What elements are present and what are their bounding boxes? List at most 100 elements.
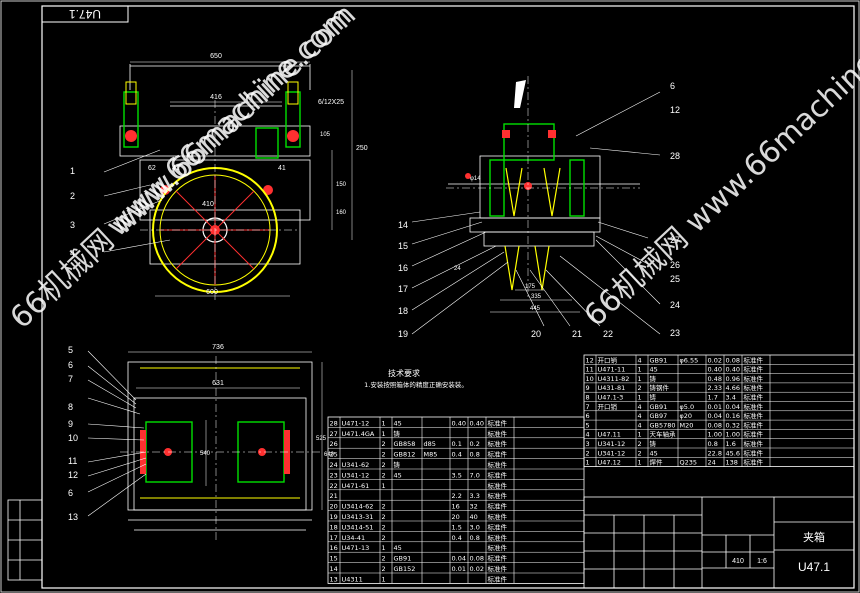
bom-cell: 2 [586,449,590,457]
bom-cell: 1 [382,419,386,427]
bom-cell: 16 [330,544,338,552]
bom-cell: 0.40 [470,419,484,427]
front-callout: 2 [70,191,75,201]
side-callout: 26 [670,260,680,270]
bom-cell: 0.4 [452,534,462,542]
bom-cell: GB812 [394,451,416,459]
bom-cell: GB91 [394,555,412,563]
drawing-code: U47.1 [798,560,830,574]
bom-cell: 1 [382,482,386,490]
bom-cell: 标准件 [488,533,508,542]
bom-cell: 铸钢件 [650,383,670,392]
front-dim-label: 41 [172,165,180,172]
bom-cell: M85 [424,451,438,459]
bom-cell: 40 [470,513,478,521]
code-box [41,5,129,23]
bom-cell: 27 [330,430,338,438]
bom-cell: 17 [330,534,338,542]
bom-cell: 标准件 [488,554,508,563]
side-callout: 14 [398,220,408,230]
side-dim-label: 335 [531,294,542,300]
bom-cell: 45 [394,544,402,552]
bom-cell: 21 [330,492,338,500]
side-callout: 12 [670,105,680,115]
bom-cell: 开口销 [598,355,618,364]
bom-cell: 天车轴承 [650,430,677,439]
plan-callout: 9 [68,419,73,429]
bom-cell: 标准件 [744,458,764,467]
bom-cell: 45 [650,366,658,374]
bom-cell: U471-13 [342,544,370,552]
side-callout: 24 [670,300,680,310]
bom-cell: 开口销 [598,402,618,411]
bom-cell: 标准件 [488,439,508,448]
bom-cell: 标准件 [744,402,764,411]
bom-cell: 标准件 [744,365,764,374]
bom-cell: Q235 [680,459,698,467]
title-block [583,496,855,589]
bom-cell: 4 [586,431,590,439]
bom-cell: 4 [638,412,642,420]
bom-cell: 标准件 [488,574,508,583]
bom-cell: 24 [708,459,716,467]
code-box-text: U47.1 [69,7,101,21]
bom-cell: 标准件 [488,481,508,490]
side-callout: 27 [670,235,680,245]
bom-cell: 0.04 [708,412,722,420]
bom-cell: 标准件 [488,429,508,438]
bom-cell: 0.08 [470,555,484,563]
bom-cell: 2 [382,513,386,521]
bom-cell: d85 [424,440,436,448]
front-dim-label: 41 [278,165,286,172]
bom-cell: 0.02 [470,565,484,573]
bom-cell: 14 [330,565,338,573]
bom-cell: 11 [586,366,594,374]
bom-cell: U341-12 [598,440,626,448]
bom-cell: 12 [586,356,594,364]
bom-cell: U34-41 [342,534,366,542]
bom-cell: 3 [586,440,590,448]
bom-cell: 0.8 [470,451,480,459]
bom-cell: 0.8 [470,534,480,542]
side-callout: 22 [603,329,613,339]
bom-cell: U3413-31 [342,513,374,521]
front-dim-label: 150 [336,182,347,188]
bom-cell: 22.8 [708,449,722,457]
bom-cell: U471-61 [342,482,370,490]
plan-view: 736 631 540 525 640 5 6 7 8 9 10 11 12 6… [68,344,335,540]
side-callout: 18 [398,306,408,316]
bom-cell: 标准件 [488,491,508,500]
bom-cell: 4 [638,356,642,364]
bom-cell: 138 [726,459,738,467]
watermark-text: 66机械网 www.66machine.com [4,0,363,336]
front-dim-label: 62 [148,165,156,172]
bom-cell: 0.08 [708,421,722,429]
bom-cell: 标准件 [488,564,508,573]
side-callout: 28 [670,151,680,161]
front-callout: 4 [70,248,75,258]
bom-cell: 2 [382,565,386,573]
bom-cell: 1.6 [726,440,736,448]
bom-cell: 标准件 [744,393,764,402]
bom-cell: 25 [330,451,338,459]
bom-cell: 7.0 [470,471,480,479]
bom-cell: 标准件 [744,355,764,364]
bom-cell: 1 [382,430,386,438]
bom-cell: 标准件 [488,502,508,511]
bom-cell: 0.48 [708,375,722,383]
front-dim-label: 105 [320,132,331,138]
bom-cell: 15 [330,555,338,563]
bom-cell: 4.66 [726,384,740,392]
bom-cell: 标准件 [744,374,764,383]
plan-dim-label: 525 [316,436,327,442]
bom-cell: 20 [330,503,338,511]
bom-cell: 0.1 [452,440,462,448]
bom-cell: 标准件 [744,448,764,457]
bom-cell: 2.2 [452,492,462,500]
bom-cell: 2 [638,440,642,448]
bom-cell: 标准件 [744,439,764,448]
bom-cell: 2 [638,449,642,457]
bom-cell: U341-12 [598,449,626,457]
bom-cell: 标准件 [488,418,508,427]
